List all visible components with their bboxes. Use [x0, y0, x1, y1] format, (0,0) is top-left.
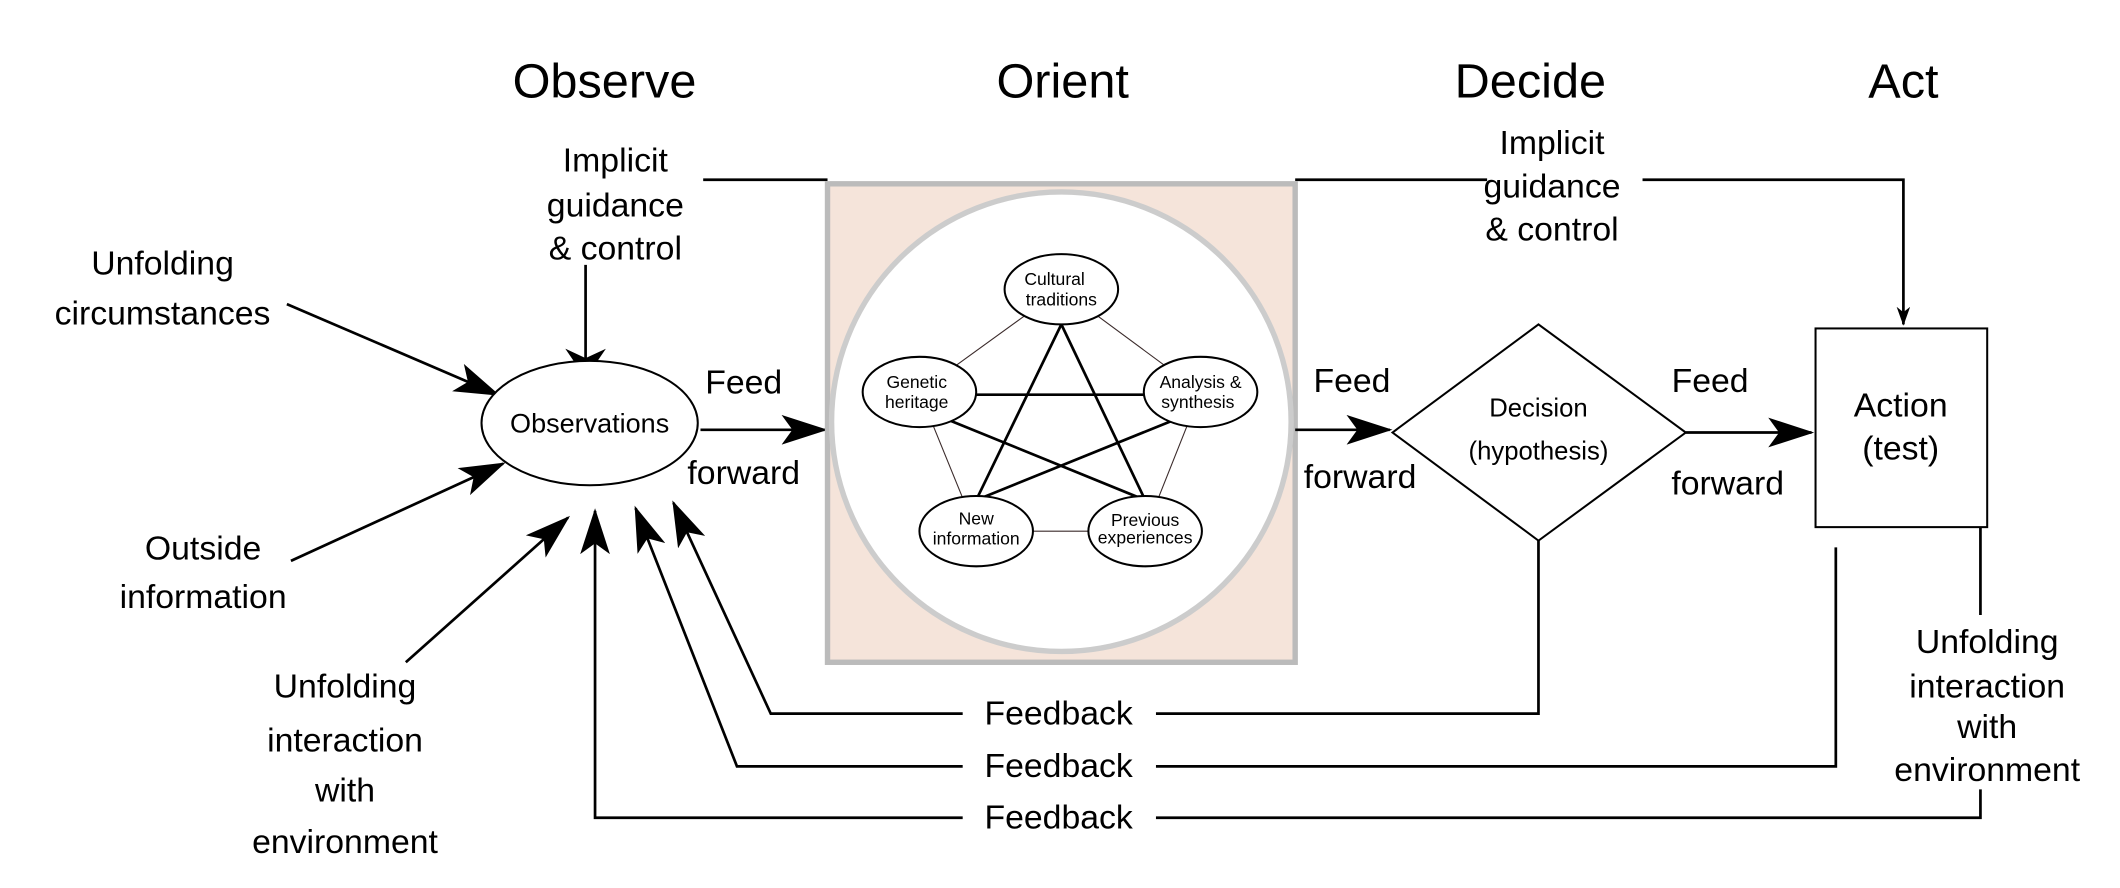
svg-text:environment: environment	[1894, 751, 2080, 789]
circumstances-arrow	[286, 302, 501, 396]
svg-text:& control: & control	[1485, 211, 1618, 249]
test-label: (test)	[1862, 430, 1939, 468]
phase-decide: Decide	[1455, 54, 1606, 108]
feedback-label-2: Feedback	[985, 747, 1133, 785]
hypothesis-label: (hypothesis)	[1469, 438, 1609, 466]
svg-text:circumstances: circumstances	[55, 294, 271, 332]
svg-text:interaction: interaction	[267, 721, 423, 759]
forward-label-3: forward	[1671, 465, 1784, 503]
svg-text:experiences: experiences	[1098, 527, 1193, 547]
implicit-guidance-label-observe: Implicit guidance & control	[547, 142, 684, 268]
unfolding-interaction-label-left: Unfolding interaction with environment	[252, 667, 438, 860]
svg-text:Cultural: Cultural	[1024, 269, 1085, 289]
orient-node-new-information: New information	[918, 495, 1034, 568]
decision-label: Decision	[1489, 394, 1587, 422]
svg-text:guidance: guidance	[547, 186, 684, 224]
svg-text:guidance: guidance	[1483, 167, 1620, 205]
phase-act: Act	[1868, 54, 1939, 108]
svg-text:Unfolding: Unfolding	[274, 667, 417, 705]
implicit-guidance-label-decide: Implicit guidance & control	[1483, 124, 1620, 249]
feedback-line-environment	[1155, 527, 1982, 820]
observations-label: Observations	[510, 409, 669, 439]
svg-text:Outside: Outside	[145, 530, 261, 568]
svg-text:Previous: Previous	[1111, 510, 1180, 530]
svg-text:Unfolding: Unfolding	[1916, 623, 2059, 661]
svg-text:Unfolding: Unfolding	[91, 244, 234, 282]
interaction-arrow	[404, 515, 571, 664]
feed-label-3: Feed	[1672, 362, 1749, 400]
svg-text:Implicit: Implicit	[1499, 124, 1605, 162]
svg-text:Genetic: Genetic	[886, 372, 947, 392]
phase-observe: Observe	[513, 54, 697, 108]
orient-node-previous-experiences: Previous experiences	[1087, 495, 1203, 568]
unfolding-circumstances-label: Unfolding circumstances	[55, 244, 271, 332]
svg-text:Analysis &: Analysis &	[1160, 372, 1242, 392]
feedback-label-3: Feedback	[985, 799, 1133, 837]
orient-node-analysis-synthesis: Analysis & synthesis	[1142, 355, 1259, 429]
svg-text:with: with	[314, 771, 375, 809]
feedback-label-1: Feedback	[985, 694, 1133, 732]
svg-text:synthesis: synthesis	[1161, 392, 1234, 412]
svg-text:with: with	[1956, 708, 2017, 746]
svg-text:New: New	[959, 508, 994, 528]
unfolding-interaction-label-right: Unfolding interaction with environment	[1894, 623, 2080, 789]
forward-label-1: forward	[687, 454, 800, 492]
orient-node-genetic-heritage: Genetic heritage	[861, 355, 978, 429]
outside-information-label: Outside information	[120, 530, 287, 617]
svg-text:Implicit: Implicit	[563, 142, 669, 180]
guidance-line-to-act	[1295, 178, 1903, 325]
feedback-line-decision	[1155, 540, 1540, 715]
svg-text:heritage: heritage	[885, 392, 948, 412]
svg-text:interaction: interaction	[1909, 667, 2065, 705]
orient-node-cultural-traditions: Cultural traditions	[1003, 253, 1120, 326]
forward-label-2: forward	[1304, 458, 1417, 496]
feedback-line-action	[1155, 547, 1838, 768]
svg-text:& control: & control	[549, 230, 682, 268]
svg-text:information: information	[120, 578, 287, 616]
outside-information-arrow	[290, 462, 506, 563]
svg-text:traditions: traditions	[1026, 289, 1097, 309]
svg-text:information: information	[933, 529, 1020, 549]
svg-text:environment: environment	[252, 823, 438, 861]
action-label: Action	[1854, 386, 1948, 424]
feed-label-1: Feed	[705, 363, 782, 401]
phase-orient: Orient	[996, 54, 1129, 108]
feed-label-2: Feed	[1313, 362, 1390, 400]
decision-node	[1390, 323, 1688, 542]
observations-node	[480, 359, 699, 487]
feedback-arrow-2	[634, 505, 963, 768]
feedback-arrow-3	[580, 508, 963, 820]
feedback-arrow-1	[672, 500, 963, 715]
action-node	[1814, 327, 1989, 529]
